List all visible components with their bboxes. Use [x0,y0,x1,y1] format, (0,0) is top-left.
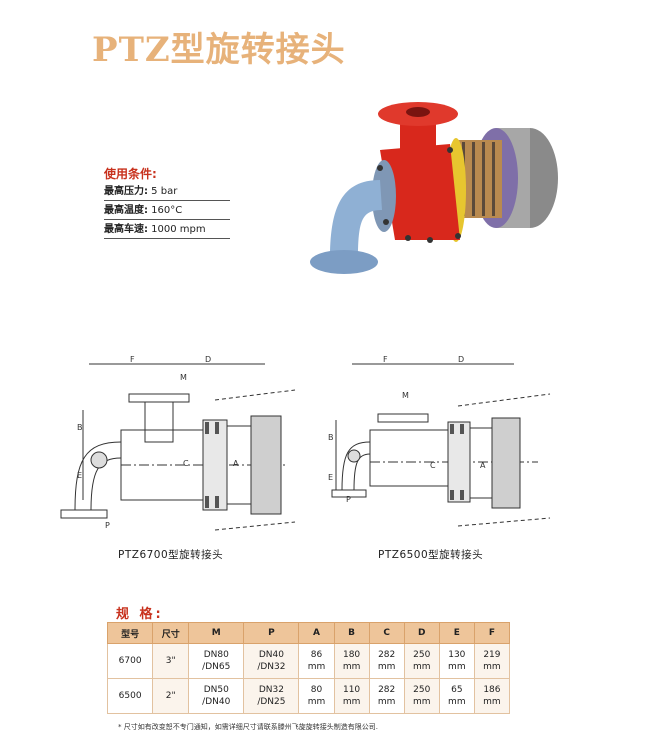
dim-label-m: M [180,373,187,382]
col-header: B [333,622,370,644]
col-header: F [473,622,511,644]
cell-c: 282 mm [368,678,405,714]
cell-b: 180 mm [333,643,370,679]
condition-value: 5 bar [148,186,178,197]
spec-heading: 规 格: [116,607,164,622]
elbow-pipe [330,180,382,260]
cell-e: 65 mm [438,678,475,714]
col-header: M [188,622,245,644]
condition-row-speed: 最高车速: 1000 mpm [104,221,230,239]
dim-label-m: M [402,391,409,400]
footnote: * 尺寸如有改变恕不专门通知，如需详细尺寸请联系滕州飞旋旋转接头制造有限公司. [118,723,378,731]
cell-d: 250 mm [403,643,440,679]
cell-e: 130 mm [438,643,475,679]
condition-label: 最高车速: [104,224,148,235]
dim-label-e: E [77,471,82,480]
dim-label-c: C [430,461,436,470]
condition-row-pressure: 最高压力: 5 bar [104,183,230,201]
caption-ptz6700: PTZ6700型旋转接头 [118,549,224,561]
condition-row-temperature: 最高温度: 160°C [104,202,230,220]
cell-size: 3" [152,643,190,679]
col-header: C [368,622,405,644]
cell-c: 282 mm [368,643,405,679]
caption-ptz6500: PTZ6500型旋转接头 [378,549,484,561]
dim-label-b: B [77,423,83,432]
col-header: 尺寸 [152,622,190,644]
dim-label-f: F [383,355,388,364]
dim-label-c: C [183,459,189,468]
cell-p: DN40 /DN32 [243,643,300,679]
red-body [380,144,460,240]
condition-value: 1000 mpm [148,224,206,235]
dim-label-d: D [458,355,464,364]
condition-label: 最高温度: [104,205,148,216]
cell-size: 2" [152,678,190,714]
col-header: A [298,622,335,644]
product-illustration [310,102,558,274]
dim-label-f: F [130,355,135,364]
dim-label-d: D [205,355,211,364]
col-header: D [403,622,440,644]
cell-b: 110 mm [333,678,370,714]
cell-p: DN32 /DN25 [243,678,300,714]
cell-model: 6500 [106,678,154,714]
cell-d: 250 mm [403,678,440,714]
dim-label-a: A [480,461,486,470]
col-header: 型号 [106,622,154,644]
bottom-flange [310,250,378,274]
page-title: PTZ型旋转接头 [92,30,346,70]
cell-f: 186 mm [473,678,511,714]
cell-a: 86 mm [298,643,335,679]
table-header-row: 型号 尺寸 M P A B C D E F [106,622,511,644]
spec-table: 型号 尺寸 M P A B C D E F 6700 3" DN80 /DN65… [106,622,511,714]
side-flange [372,160,396,232]
condition-label: 最高压力: [104,186,148,197]
dim-label-p: P [346,495,351,504]
cell-a: 80 mm [298,678,335,714]
table-row: 6500 2" DN50 /DN40 DN32 /DN25 80 mm 110 … [106,678,511,714]
col-header: P [243,622,300,644]
drawing-ptz6700: F D B E M C A P [60,355,296,531]
dim-label-p: P [105,521,110,530]
dim-label-a: A [233,459,239,468]
cell-m: DN50 /DN40 [188,678,245,714]
col-header: E [438,622,475,644]
table-row: 6700 3" DN80 /DN65 DN40 /DN32 86 mm 180 … [106,643,511,679]
cell-m: DN80 /DN65 [188,643,245,679]
drawing-ptz6500: F D B E M C A P [328,355,551,527]
cell-f: 219 mm [473,643,511,679]
condition-value: 160°C [148,205,183,216]
dim-label-e: E [328,473,333,482]
conditions-heading: 使用条件: [104,167,157,181]
dim-label-b: B [328,433,334,442]
cell-model: 6700 [106,643,154,679]
